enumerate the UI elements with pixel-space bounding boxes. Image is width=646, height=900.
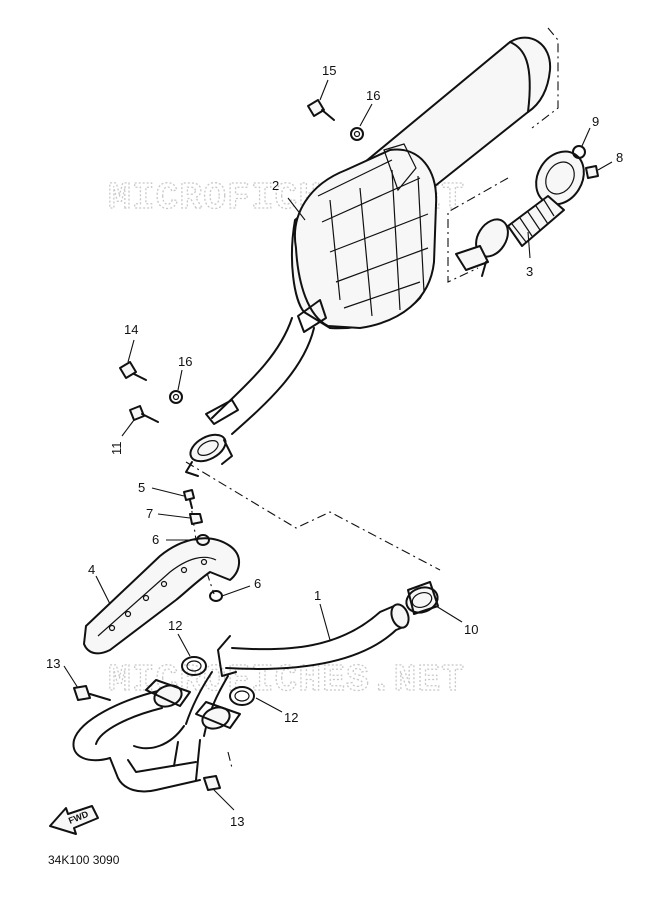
- connecting-pipe[interactable]: [185, 317, 315, 477]
- bolt-part-14[interactable]: [119, 361, 147, 381]
- nut-part-8[interactable]: [585, 165, 599, 179]
- ref-15: 15: [322, 63, 336, 78]
- leader-lines: [63, 79, 613, 811]
- washer-part-9[interactable]: [572, 145, 586, 159]
- washer-part-6-lower[interactable]: [209, 590, 223, 602]
- ref-13-left: 13: [46, 656, 60, 671]
- ref-9: 9: [592, 114, 599, 129]
- ref-3: 3: [526, 264, 533, 279]
- washer-part-16-lower[interactable]: [169, 390, 183, 404]
- reference-numbers: 15 16 2 9 8 3 14 16 11 5 7 6 6 4 1 10 12…: [46, 63, 623, 829]
- exhaust-pipe-part[interactable]: [72, 602, 411, 793]
- gasket-part-10[interactable]: [403, 581, 441, 617]
- ref-16-lower: 16: [178, 354, 192, 369]
- ref-4: 4: [88, 562, 95, 577]
- forward-arrow-icon: FWD: [49, 805, 99, 835]
- washer-part-6-upper[interactable]: [196, 534, 210, 546]
- ref-5: 5: [138, 480, 145, 495]
- gasket-part-12-lower[interactable]: [229, 686, 255, 706]
- protector-part[interactable]: [83, 537, 240, 655]
- nut-part-7[interactable]: [189, 513, 203, 525]
- bolt-part-15[interactable]: [307, 99, 335, 121]
- tail-pipe-part[interactable]: [455, 143, 593, 277]
- ref-11: 11: [109, 442, 124, 456]
- bolt-part-5[interactable]: [183, 489, 195, 509]
- washer-part-16-upper[interactable]: [350, 127, 364, 141]
- diagram-code: 34K100 3090: [48, 853, 120, 867]
- ref-14: 14: [124, 322, 138, 337]
- ref-7: 7: [146, 506, 153, 521]
- ref-12-lower: 12: [284, 710, 298, 725]
- bolt-part-11[interactable]: [129, 405, 159, 423]
- gasket-part-12-upper[interactable]: [181, 656, 207, 676]
- ref-2: 2: [272, 178, 279, 193]
- ref-13-right: 13: [230, 814, 244, 829]
- ref-10: 10: [464, 622, 478, 637]
- ref-12-upper: 12: [168, 618, 182, 633]
- ref-6-lower: 6: [254, 576, 261, 591]
- muffler-part[interactable]: [290, 36, 552, 333]
- ref-16-upper: 16: [366, 88, 380, 103]
- nut-part-13-right[interactable]: [203, 775, 221, 791]
- nut-part-13-left[interactable]: [73, 685, 111, 701]
- ref-1: 1: [314, 588, 321, 603]
- ref-6-upper: 6: [152, 532, 159, 547]
- assembly-lines: [185, 27, 559, 769]
- ref-8: 8: [616, 150, 623, 165]
